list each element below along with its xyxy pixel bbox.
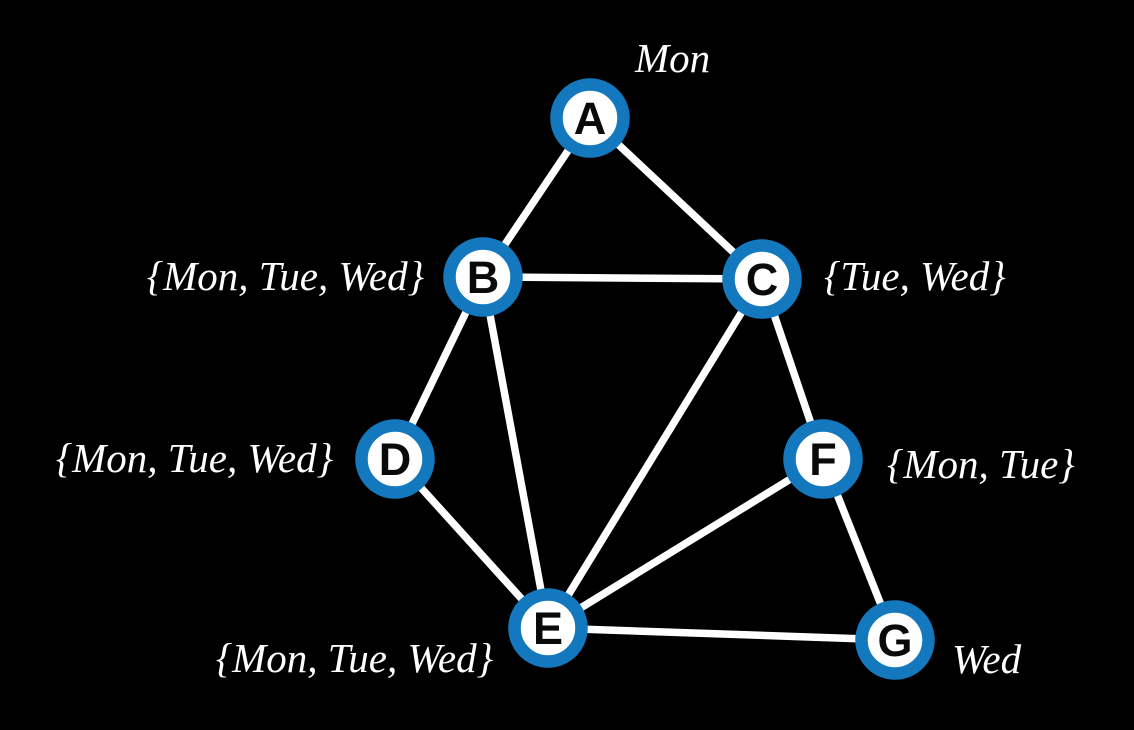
domain-label-F: {Mon, Tue}: [887, 441, 1075, 487]
node-A: A: [550, 78, 630, 158]
domain-label-G: Wed: [952, 636, 1022, 682]
node-letter-D: D: [379, 434, 412, 485]
node-circle-F: [783, 419, 863, 499]
node-circle-B: [443, 237, 523, 317]
node-letter-F: F: [809, 434, 837, 485]
node-circle-D: [355, 419, 435, 499]
node-B: B: [443, 237, 523, 317]
node-circle-E: [508, 588, 588, 668]
node-E: E: [508, 588, 588, 668]
edge-C-E: [544, 275, 766, 632]
node-circle-A: [550, 78, 630, 158]
node-letter-E: E: [533, 603, 563, 654]
node-F: F: [783, 419, 863, 499]
edge-E-F: [544, 455, 827, 632]
node-letter-C: C: [746, 254, 779, 305]
node-D: D: [355, 419, 435, 499]
domain-label-C: {Tue, Wed}: [824, 253, 1006, 299]
edge-E-G: [544, 624, 899, 644]
domain-label-E: {Mon, Tue, Wed}: [216, 635, 494, 681]
node-circle-C: [722, 239, 802, 319]
node-letter-G: G: [877, 615, 912, 666]
node-G: G: [855, 600, 935, 680]
node-letter-B: B: [467, 252, 500, 303]
edge-B-C: [479, 273, 766, 283]
domain-label-B: {Mon, Tue, Wed}: [147, 253, 425, 299]
domain-label-D: {Mon, Tue, Wed}: [56, 435, 334, 481]
node-C: C: [722, 239, 802, 319]
node-circle-G: [855, 600, 935, 680]
edge-B-E: [479, 273, 552, 632]
domain-label-A: Mon: [634, 35, 710, 81]
node-letter-A: A: [574, 93, 607, 144]
